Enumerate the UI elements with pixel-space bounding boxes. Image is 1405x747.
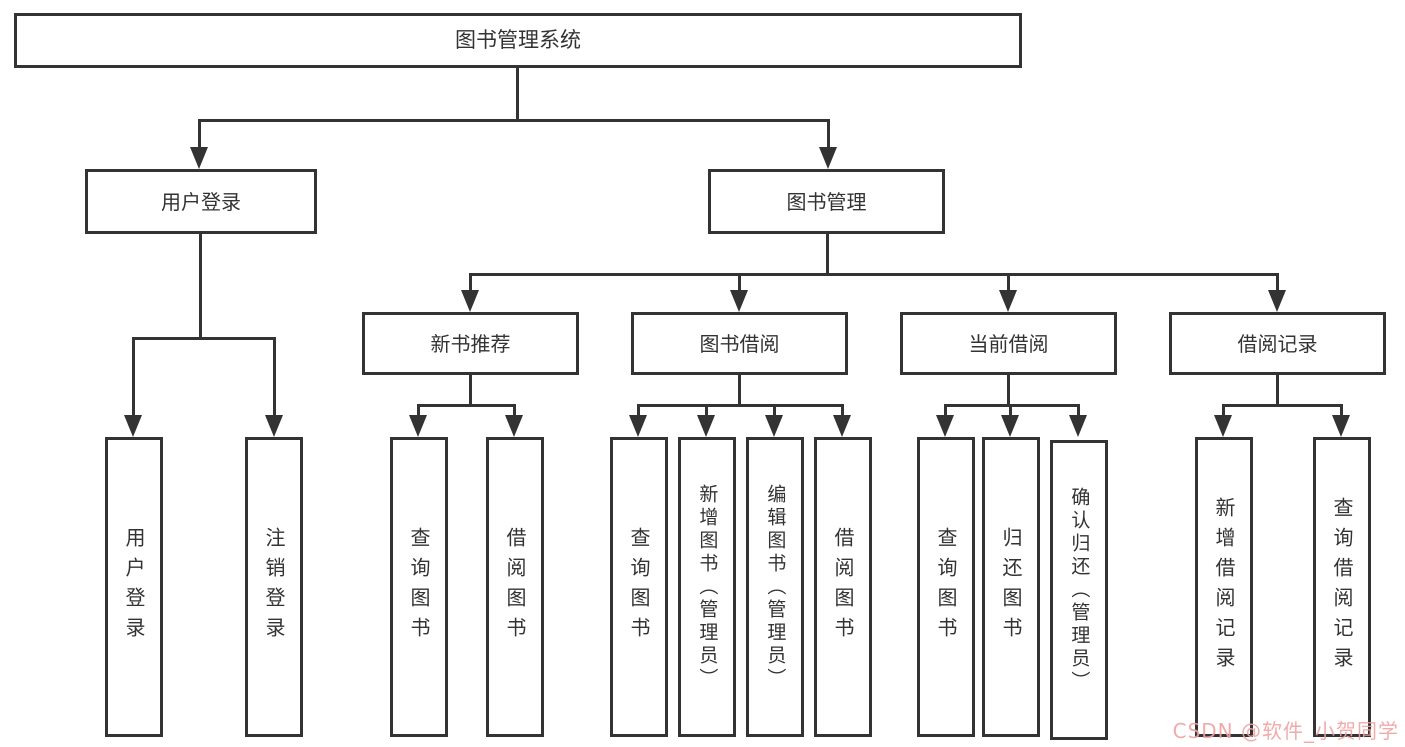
node-borrowing-records: 借阅记录 xyxy=(1169,312,1386,375)
arrow-down-icon xyxy=(1332,415,1350,437)
node-book-borrowing: 图书借阅 xyxy=(631,312,848,375)
leaf-edit-books-admin: 编辑图书（管理员） xyxy=(746,437,804,737)
connector-vline xyxy=(944,404,947,416)
connector-vline xyxy=(827,119,830,149)
connector-vline xyxy=(841,404,844,416)
leaf-query-books-borrow: 查询图书 xyxy=(610,437,668,737)
leaf-add-books-admin: 新增图书（管理员） xyxy=(678,437,736,737)
arrow-down-icon xyxy=(999,290,1017,312)
leaf-add-borrow-record: 新增借阅记录 xyxy=(1195,437,1253,737)
leaf-borrow-books: 借阅图书 xyxy=(814,437,872,737)
leaf-borrow-books-rec: 借阅图书 xyxy=(486,437,544,737)
arrow-down-icon xyxy=(1069,415,1087,437)
connector-vline xyxy=(738,375,741,407)
leaf-query-borrow-record: 查询借阅记录 xyxy=(1313,437,1371,737)
connector-vline xyxy=(1007,273,1010,291)
arrow-down-icon xyxy=(505,415,523,437)
connector-vline xyxy=(1009,404,1012,416)
connector-hline xyxy=(469,273,1279,276)
connector-vline xyxy=(1340,404,1343,416)
arrow-down-icon xyxy=(409,415,427,437)
arrow-down-icon xyxy=(765,415,783,437)
connector-vline xyxy=(773,404,776,416)
arrow-down-icon xyxy=(461,290,479,312)
leaf-query-books-current: 查询图书 xyxy=(917,437,975,737)
connector-vline xyxy=(199,234,202,339)
leaf-user-login: 用户登录 xyxy=(105,437,163,737)
node-current-borrowing: 当前借阅 xyxy=(900,312,1117,375)
arrow-down-icon xyxy=(833,415,851,437)
node-book-management: 图书管理 xyxy=(708,169,945,234)
arrow-down-icon xyxy=(1214,415,1232,437)
leaf-query-books-rec: 查询图书 xyxy=(390,437,448,737)
connector-vline xyxy=(132,337,135,417)
arrow-down-icon xyxy=(124,415,142,437)
connector-hline xyxy=(198,119,830,122)
connector-vline xyxy=(516,68,519,122)
connector-hline xyxy=(1222,404,1343,407)
arrow-down-icon xyxy=(1268,290,1286,312)
connector-vline xyxy=(1222,404,1225,416)
node-new-book-recommendation: 新书推荐 xyxy=(362,312,579,375)
leaf-logout: 注销登录 xyxy=(245,437,303,737)
connector-vline xyxy=(1077,404,1080,416)
leaf-return-books: 归还图书 xyxy=(982,437,1040,737)
connector-vline xyxy=(273,337,276,417)
connector-vline xyxy=(469,273,472,291)
watermark: CSDN @软件_小贺同学 xyxy=(1172,719,1399,743)
connector-vline xyxy=(637,404,640,416)
connector-hline xyxy=(637,404,844,407)
node-library-management-system: 图书管理系统 xyxy=(14,13,1022,68)
connector-vline xyxy=(198,119,201,149)
arrow-down-icon xyxy=(190,147,208,169)
connector-vline xyxy=(738,273,741,291)
node-user-login: 用户登录 xyxy=(85,169,317,234)
connector-hline xyxy=(417,404,516,407)
connector-vline xyxy=(1276,375,1279,407)
arrow-down-icon xyxy=(819,147,837,169)
connector-vline xyxy=(469,375,472,407)
connector-vline xyxy=(705,404,708,416)
arrow-down-icon xyxy=(265,415,283,437)
connector-vline xyxy=(1007,375,1010,407)
arrow-down-icon xyxy=(697,415,715,437)
arrow-down-icon xyxy=(629,415,647,437)
arrow-down-icon xyxy=(1001,415,1019,437)
connector-vline xyxy=(417,404,420,416)
arrow-down-icon xyxy=(936,415,954,437)
connector-hline xyxy=(132,337,276,340)
connector-hline xyxy=(944,404,1080,407)
arrow-down-icon xyxy=(730,290,748,312)
connector-vline xyxy=(1276,273,1279,291)
connector-vline xyxy=(826,234,829,275)
leaf-confirm-return-admin: 确认归还（管理员） xyxy=(1050,440,1108,740)
connector-vline xyxy=(513,404,516,416)
